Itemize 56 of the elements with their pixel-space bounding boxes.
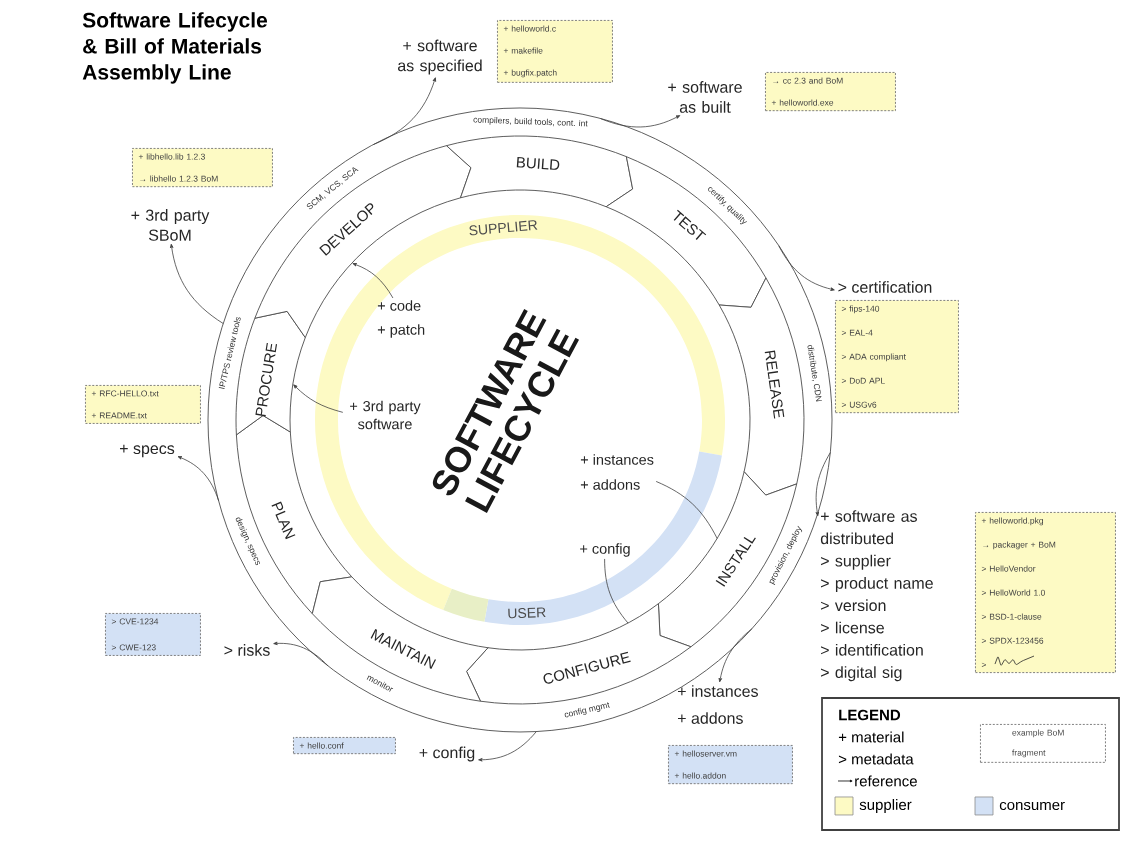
legend-text: > metadata	[838, 753, 914, 765]
arrow	[177, 456, 220, 502]
bom-box: + helloworld.pkg → packager + BoM > HelloVendor > HelloWorld 1.0 > BSD-1-clause > SPDX-123456 >	[975, 512, 1116, 674]
arrow	[273, 641, 329, 667]
legend-sample-box: example BoM fragment	[980, 724, 1106, 763]
node-label: > HelloVendor	[981, 565, 1036, 572]
bom-box: + helloworld.c + makefile + bugfix.patch	[497, 20, 613, 83]
item-label: + specs	[120, 444, 175, 458]
item-label: + software as distributed > supplier > product name > version > license > identification > digital sig	[820, 510, 933, 682]
arrow	[293, 384, 344, 413]
item-label: + instances + addons	[580, 454, 654, 490]
item-label: + software as built	[668, 81, 742, 113]
legend-text: consumer	[999, 801, 1065, 811]
node-label: > SPDX-123456	[981, 637, 1044, 644]
leader-line	[604, 558, 629, 624]
bom-box: > fips-140 > EAL-4 > ADA compliant > DoD APL > USGv6	[835, 300, 959, 414]
item-label: + config	[419, 746, 475, 762]
item-label: + config	[580, 543, 630, 557]
item-label: + 3rd party software	[350, 400, 421, 430]
bom-box: + RFC-HELLO.txt + README.txt	[85, 385, 201, 424]
arrow	[815, 452, 831, 517]
phase-segment: BUILD	[446, 135, 634, 208]
legend-heading: LEGEND	[839, 709, 901, 721]
arrow	[373, 77, 437, 145]
node-label: → packager + BoM	[983, 541, 1056, 550]
node-label: >	[981, 662, 987, 667]
arrow	[778, 245, 835, 291]
arrow	[478, 731, 537, 762]
bom-box: + helloserver.vm + hello.addon	[668, 745, 793, 785]
leader-line	[655, 481, 718, 539]
arrow	[600, 115, 681, 128]
arrow	[170, 243, 224, 324]
item-label: + 3rd party SBoM	[131, 209, 210, 241]
item-label: + code + patch	[377, 300, 425, 338]
tool-label: design, specs	[235, 517, 260, 566]
band-label: USER	[508, 607, 546, 619]
title: Software Lifecycle & Bill of Materials Assembly Line	[82, 12, 268, 84]
bom-box: > CVE-1234 > CWE-123	[105, 612, 201, 656]
node-label: > HelloWorld 1.0	[981, 589, 1045, 596]
item-label: + software as specified	[398, 39, 482, 75]
tool-label: config mgmt	[564, 702, 611, 718]
node-label: > BSD-1-clause	[981, 613, 1042, 620]
tool-label: distribute, CDN	[807, 345, 822, 402]
legend-text: + material	[838, 731, 904, 743]
arrow	[718, 628, 753, 683]
band-label: SUPPLIER	[469, 220, 538, 236]
node-label: + helloworld.pkg	[981, 517, 1044, 526]
bom-box: → cc 2.3 and BoM + helloworld.exe	[765, 72, 896, 112]
legend-text: reference	[855, 775, 917, 787]
bom-box: + hello.conf	[293, 736, 396, 755]
tool-label: compilers, build tools, cont. int	[473, 116, 588, 127]
legend-text: supplier	[859, 799, 912, 813]
item-label: > certification	[838, 281, 932, 293]
phase-segment: RELEASE	[718, 277, 805, 496]
bom-box: + libhello.lib 1.2.3 → libhello 1.2.3 BoM	[132, 148, 273, 188]
item-label: > risks	[224, 644, 270, 656]
